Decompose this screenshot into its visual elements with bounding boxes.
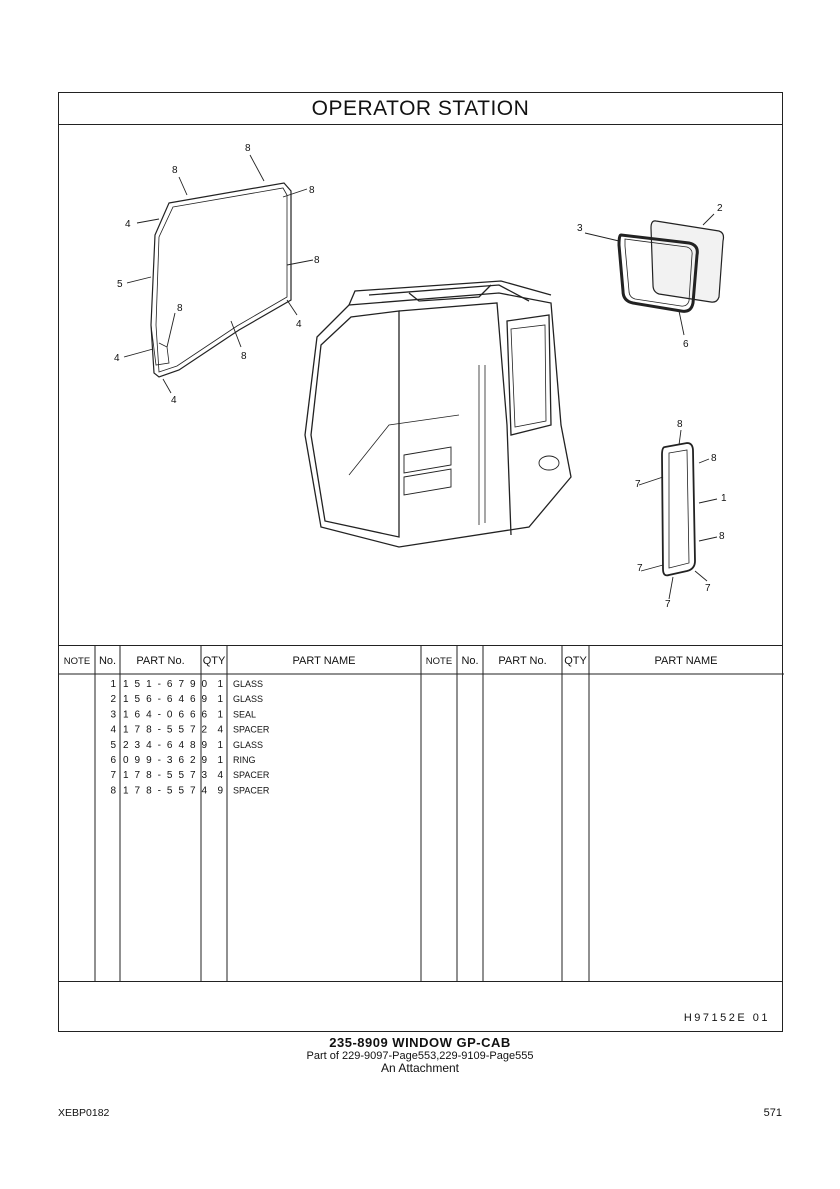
callout-4: 4 [296, 319, 302, 330]
roof-glass-and-seal [584, 213, 725, 336]
table-row: 5 2 3 4 - 6 4 8 9 1 GLASS [110, 740, 263, 751]
callout-4: 4 [171, 395, 177, 406]
row-part-name: SPACER [233, 770, 270, 780]
parts-table: NOTE No. PART No. QTY PART NAME NOTE No.… [59, 645, 784, 982]
row-quantity: 4 [217, 770, 223, 781]
row-quantity: 1 [217, 679, 223, 690]
header-part-no: PART No. [136, 655, 184, 667]
callout-8: 8 [177, 303, 183, 314]
row-number: 2 [110, 694, 116, 705]
parts-illustration: 8 8 8 8 4 8 8 4 5 4 4 3 2 6 8 8 7 1 8 7 [59, 125, 782, 645]
row-quantity: 4 [217, 725, 223, 736]
callout-7: 7 [635, 479, 641, 490]
callout-8: 8 [711, 453, 717, 464]
row-part-name: SPACER [233, 725, 270, 735]
door-glass-panel [661, 442, 696, 577]
parts-table-grid: NOTE No. PART No. QTY PART NAME NOTE No.… [59, 646, 784, 982]
table-row: 1 1 5 1 - 6 7 9 0 1 GLASS [110, 679, 263, 690]
callout-7: 7 [637, 563, 643, 574]
row-part-name: GLASS [233, 679, 263, 689]
callout-5: 5 [117, 279, 123, 290]
header-qty: QTY [564, 655, 587, 667]
header-note: NOTE [426, 656, 452, 667]
callout-3: 3 [577, 223, 583, 234]
callout-8: 8 [241, 351, 247, 362]
row-part-name: RING [233, 755, 256, 765]
parts-page-frame: OPERATOR STATION [58, 92, 784, 1032]
row-quantity: 1 [217, 694, 223, 705]
table-row: 4 1 7 8 - 5 5 7 2 4 SPACER [110, 725, 269, 736]
header-no: No. [461, 655, 478, 667]
row-part-name: SEAL [233, 709, 256, 719]
row-number: 7 [110, 770, 116, 781]
row-number: 4 [110, 725, 116, 736]
row-part-number: 1 5 6 - 6 4 6 9 [123, 694, 209, 705]
side-glass-panel [150, 182, 292, 378]
row-number: 1 [110, 679, 116, 690]
header-part-name: PART NAME [655, 655, 718, 667]
row-part-name: GLASS [233, 694, 263, 704]
header-no: No. [99, 655, 116, 667]
table-row: 3 1 6 4 - 0 6 6 6 1 SEAL [110, 709, 256, 720]
door-glass-leaders [638, 429, 718, 600]
table-lines [59, 646, 784, 982]
callout-8: 8 [309, 185, 315, 196]
cab-frame [304, 280, 572, 548]
row-part-name: SPACER [233, 785, 270, 795]
row-number: 5 [110, 740, 116, 751]
callout-4: 4 [114, 353, 120, 364]
row-quantity: 1 [217, 709, 223, 720]
row-quantity: 9 [217, 785, 223, 796]
row-number: 8 [110, 785, 116, 796]
callout-4: 4 [125, 219, 131, 230]
document-id: XEBP0182 [58, 1107, 110, 1119]
row-quantity: 1 [217, 740, 223, 751]
row-part-name: GLASS [233, 740, 263, 750]
row-part-number: 1 7 8 - 5 5 7 4 [123, 785, 209, 796]
side-glass-leaders [123, 154, 314, 394]
row-part-number: 1 7 8 - 5 5 7 2 [123, 725, 209, 736]
row-part-number: 2 3 4 - 6 4 8 9 [123, 740, 209, 751]
row-number: 3 [110, 709, 116, 720]
drawing-footer: H97152E 01 [59, 981, 782, 1032]
callout-7: 7 [665, 599, 671, 610]
header-part-name: PART NAME [293, 655, 356, 667]
header-note: NOTE [64, 656, 90, 667]
row-quantity: 1 [217, 755, 223, 766]
table-headers: NOTE No. PART No. QTY PART NAME NOTE No.… [64, 655, 718, 667]
callout-2: 2 [717, 203, 723, 214]
table-row: 2 1 5 6 - 6 4 6 9 1 GLASS [110, 694, 263, 705]
row-part-number: 0 9 9 - 3 6 2 9 [123, 755, 209, 766]
row-part-number: 1 6 4 - 0 6 6 6 [123, 709, 209, 720]
callout-8: 8 [719, 531, 725, 542]
callout-8: 8 [172, 165, 178, 176]
row-part-number: 1 7 8 - 5 5 7 3 [123, 770, 209, 781]
row-number: 6 [110, 755, 116, 766]
page-number: 571 [763, 1107, 782, 1119]
page-title: OPERATOR STATION [59, 93, 782, 125]
group-reference: Part of 229-9097-Page553,229-9109-Page55… [306, 1050, 534, 1062]
callout-labels: 8 8 8 8 4 8 8 4 5 4 4 3 2 6 8 8 7 1 8 7 [114, 143, 727, 610]
exploded-view-drawing: 8 8 8 8 4 8 8 4 5 4 4 3 2 6 8 8 7 1 8 7 [114, 143, 727, 610]
callout-6: 6 [683, 339, 689, 350]
group-caption: 235-8909 WINDOW GP-CAB [329, 1035, 511, 1050]
table-row: 8 1 7 8 - 5 5 7 4 9 SPACER [110, 785, 269, 796]
row-part-number: 1 5 1 - 6 7 9 0 [123, 679, 209, 690]
drawing-code: H97152E 01 [683, 1012, 770, 1024]
header-part-no: PART No. [498, 655, 546, 667]
callout-8: 8 [677, 419, 683, 430]
callout-8: 8 [314, 255, 320, 266]
header-qty: QTY [203, 655, 226, 667]
group-type: An Attachment [380, 1061, 460, 1075]
callout-7: 7 [705, 583, 711, 594]
callout-1: 1 [721, 493, 727, 504]
table-row: 7 1 7 8 - 5 5 7 3 4 SPACER [110, 770, 269, 781]
callout-8: 8 [245, 143, 251, 154]
table-row: 6 0 9 9 - 3 6 2 9 1 RING [110, 755, 255, 766]
